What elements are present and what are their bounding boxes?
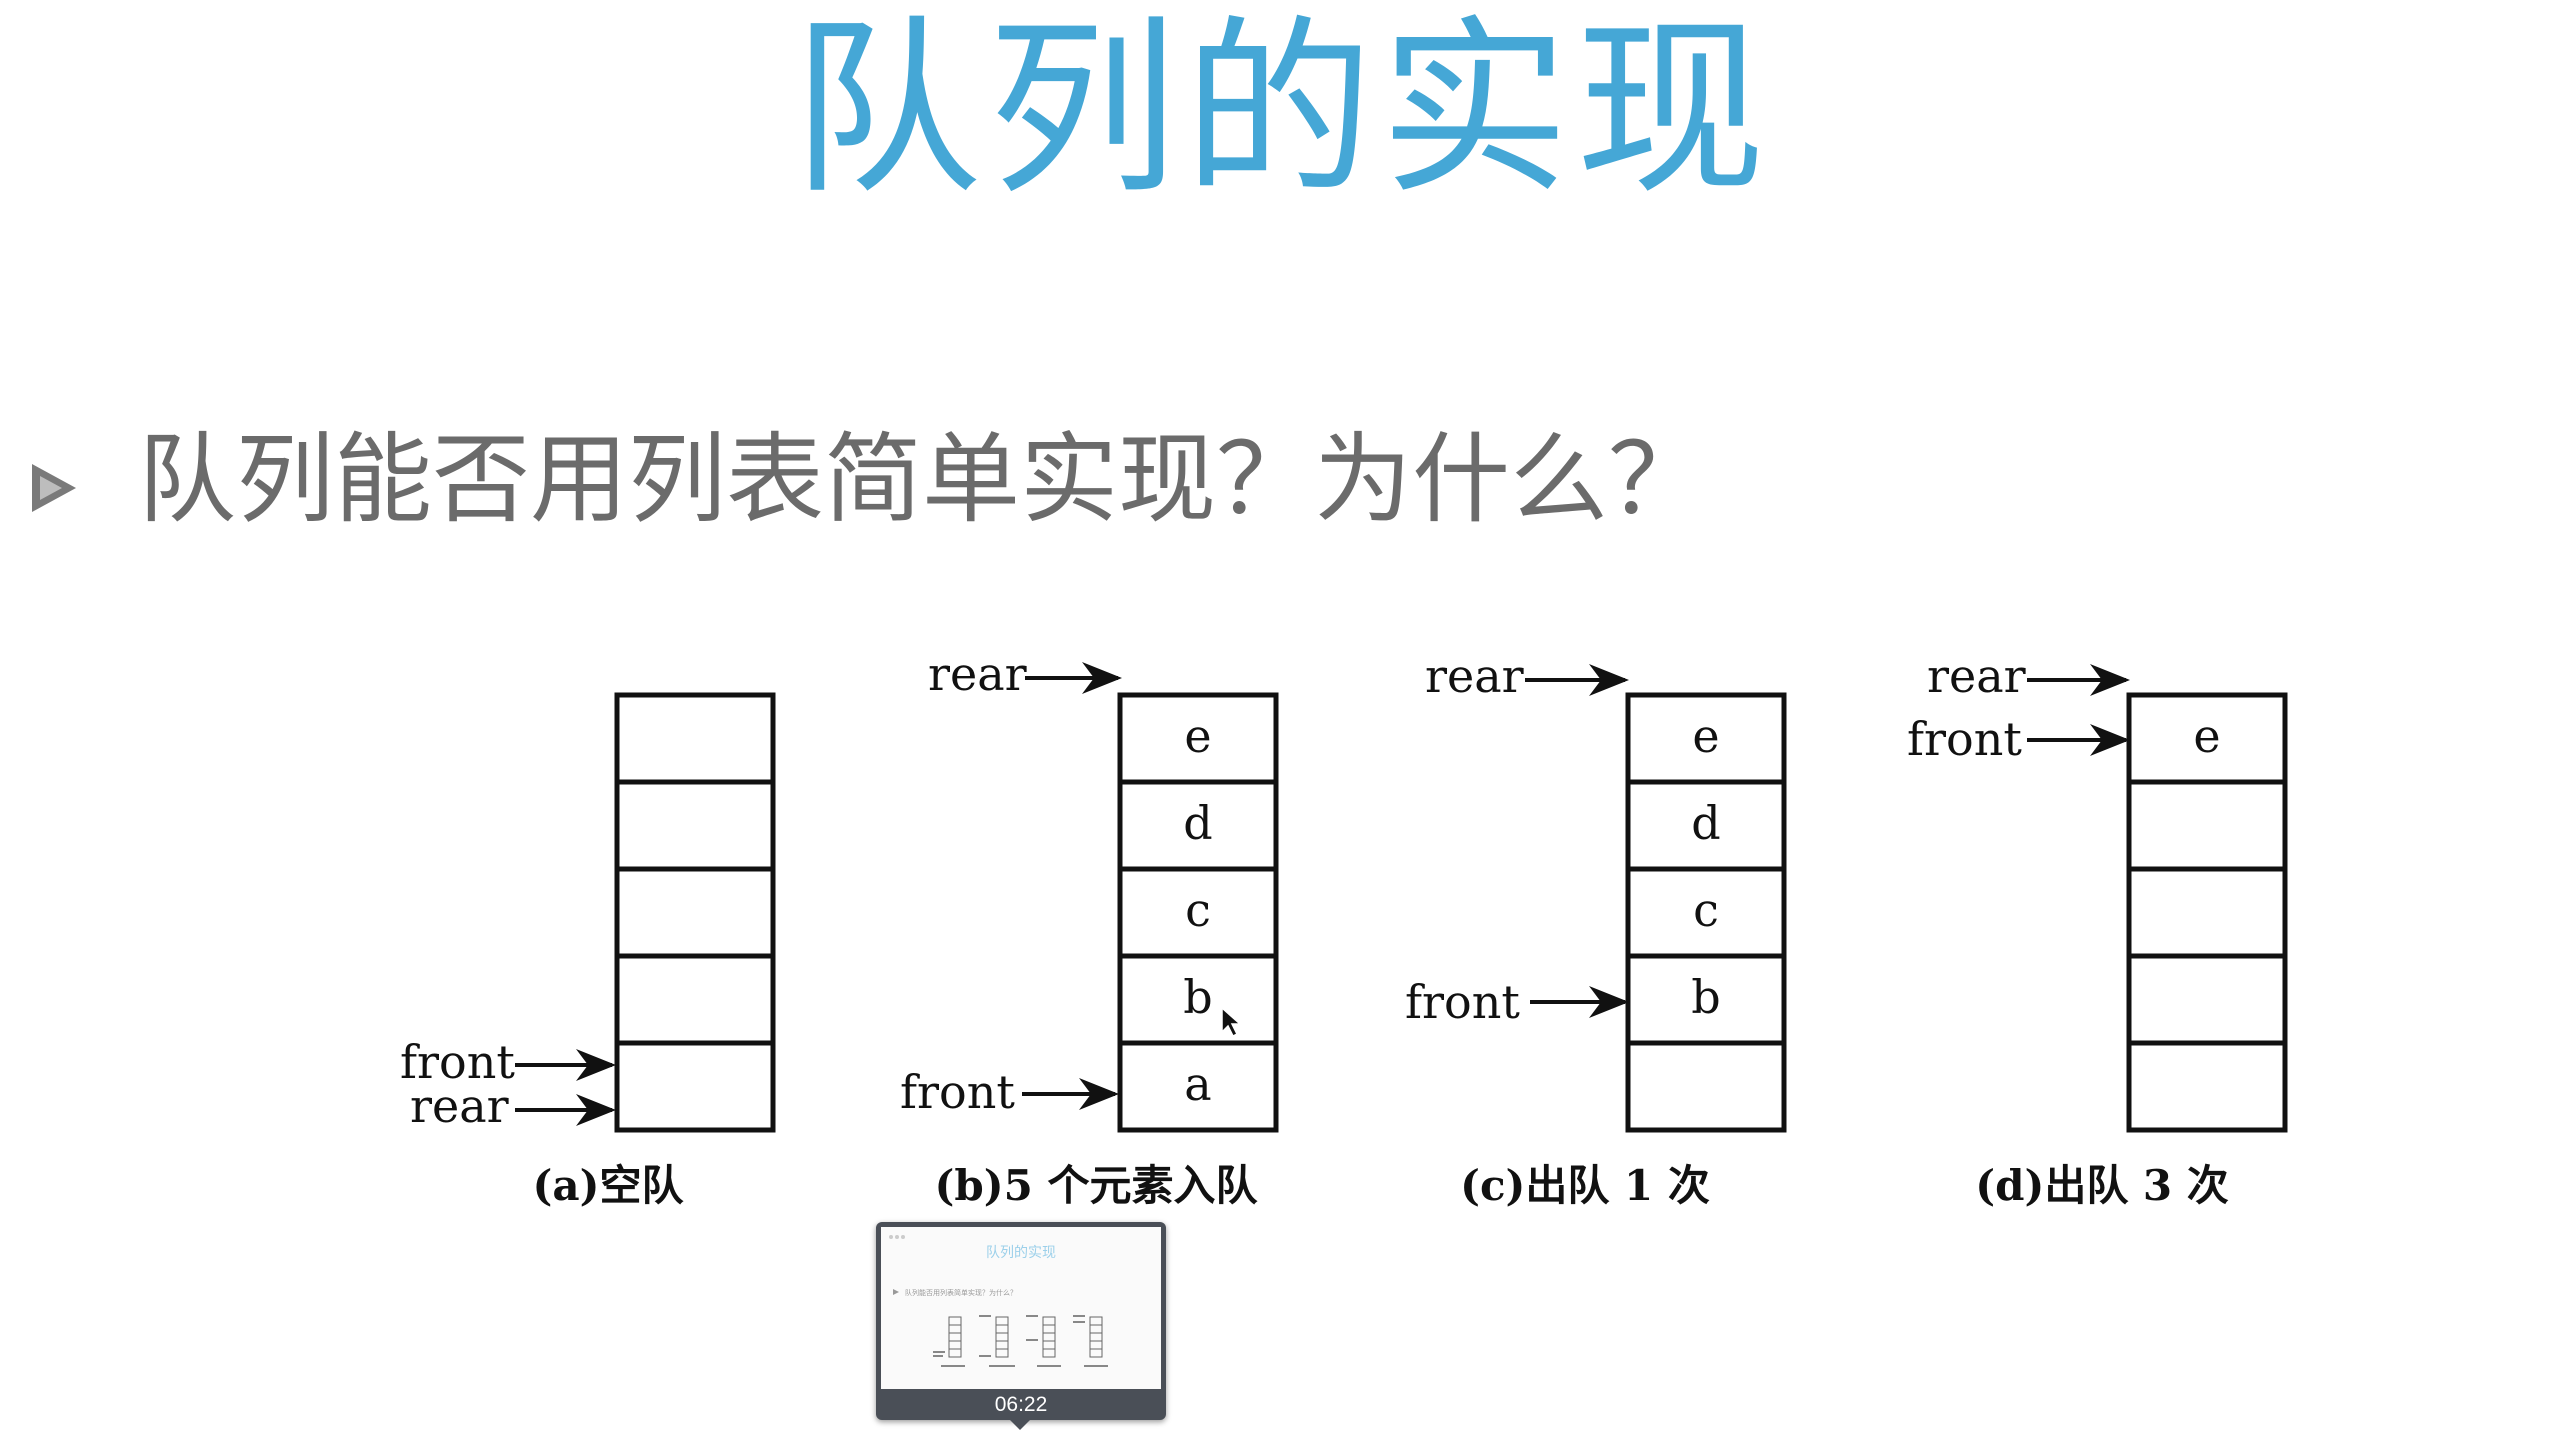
queue-cell <box>614 866 776 959</box>
queue-cell <box>614 1040 776 1133</box>
slide-title: 队列的实现 <box>791 0 1772 220</box>
pointer-label: rear <box>410 1079 509 1133</box>
cell-value: e <box>2193 709 2220 763</box>
pointer-label: rear <box>928 647 1027 701</box>
pointer-label: front <box>900 1065 1015 1119</box>
queue-cell <box>614 953 776 1046</box>
panel-empty-queue: front rear (a)空队 <box>400 692 776 1210</box>
bullet-text: 队列能否用列表简单实现？为什么？ <box>138 423 1707 537</box>
pointer-label: front <box>1907 712 2022 766</box>
queue-cell <box>1117 1040 1279 1133</box>
queue-cell <box>2126 953 2288 1046</box>
panel-dequeued-three: e rear front (d)出队 3 次 <box>1907 649 2288 1210</box>
panel-caption: (a)空队 <box>533 1161 685 1210</box>
panel-caption: (c)出队 1 次 <box>1460 1161 1710 1210</box>
video-preview-thumbnail[interactable]: 队列的实现 队列能否用列表简单实现？为什么？ <box>876 1222 1166 1420</box>
queue-cell <box>1625 866 1787 959</box>
cell-value: b <box>1183 970 1212 1024</box>
queue-cell <box>1625 1040 1787 1133</box>
panel-dequeued-once: e d c b rear front (c)出队 1 次 <box>1405 649 1787 1210</box>
queue-cell <box>2126 866 2288 959</box>
pointer-label: front <box>1405 975 1520 1029</box>
cell-value: d <box>1183 796 1212 850</box>
queue-cell <box>1117 692 1279 785</box>
panel-caption: (b)5 个元素入队 <box>935 1161 1259 1210</box>
pointer-label: front <box>400 1035 515 1089</box>
queue-cell <box>614 692 776 785</box>
cell-value: e <box>1692 709 1719 763</box>
queue-cell <box>1117 866 1279 959</box>
thumbnail-timestamp: 06:22 <box>994 1393 1048 1416</box>
cell-value: d <box>1691 796 1720 850</box>
cell-value: c <box>1185 883 1211 937</box>
cell-value: e <box>1184 709 1211 763</box>
panel-caption: (d)出队 3 次 <box>1975 1161 2229 1210</box>
queue-cell <box>2126 1040 2288 1133</box>
cell-value: b <box>1691 970 1720 1024</box>
queue-cell <box>614 779 776 872</box>
thumbnail-pointer <box>1010 1420 1030 1430</box>
queue-cell <box>2126 779 2288 872</box>
queue-cell <box>2126 692 2288 785</box>
thumbnail-screen: 队列的实现 队列能否用列表简单实现？为什么？ <box>881 1227 1161 1389</box>
pointer-label: rear <box>1425 649 1524 703</box>
panel-five-enqueued: e d c b a rear front (b)5 个元素入队 <box>900 647 1279 1210</box>
queue-cell <box>1625 692 1787 785</box>
pointer-label: rear <box>1927 649 2026 703</box>
thumbnail-bullet: 队列能否用列表简单实现？为什么？ <box>905 1288 1017 1297</box>
play-triangle-icon <box>32 464 76 512</box>
cell-value: a <box>1184 1057 1211 1111</box>
mouse-cursor-icon <box>1221 1006 1242 1038</box>
cell-value: c <box>1693 883 1719 937</box>
thumbnail-title: 队列的实现 <box>986 1245 1056 1261</box>
thumbnail-slide: 队列的实现 队列能否用列表简单实现？为什么？ <box>881 1227 1161 1389</box>
